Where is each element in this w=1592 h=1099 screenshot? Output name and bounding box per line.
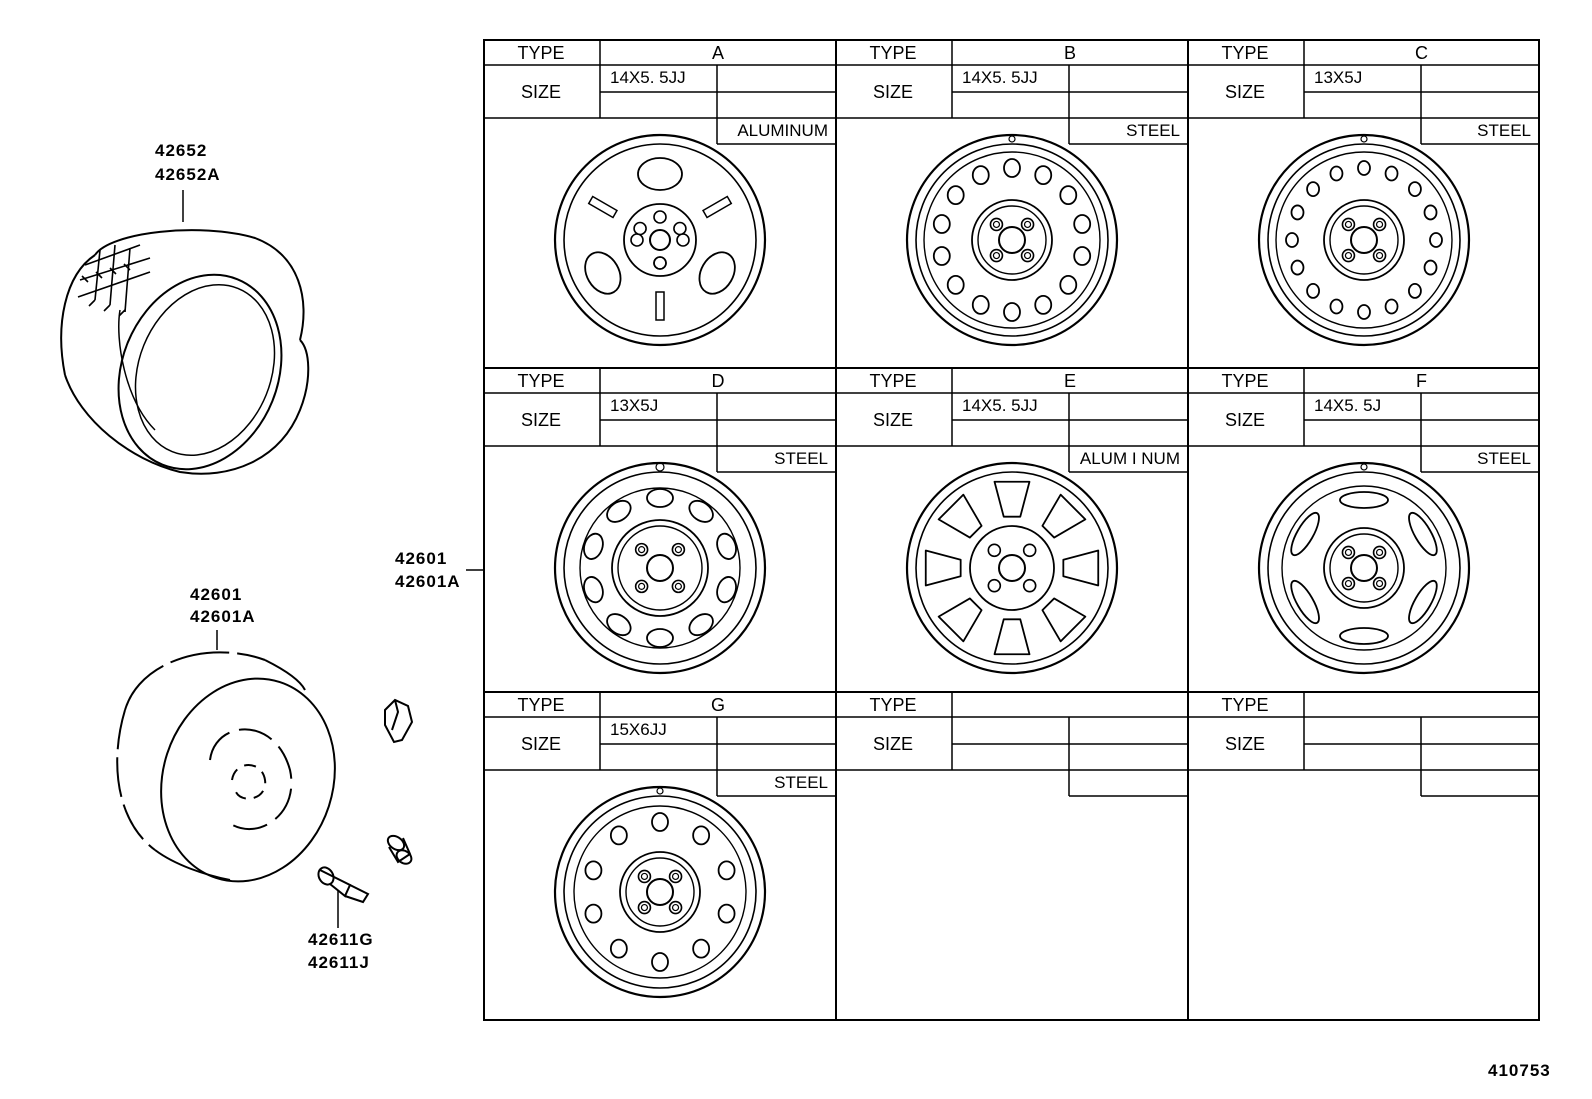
size-value: 14X5. 5JJ xyxy=(962,396,1038,415)
type-label: TYPE xyxy=(517,371,564,391)
type-value: B xyxy=(1064,43,1076,63)
type-label: TYPE xyxy=(1221,371,1268,391)
wheel-cell-empty-7: TYPE SIZE xyxy=(836,692,1188,797)
size-value: 13X5J xyxy=(1314,68,1362,87)
wheel-cell-d: TYPE SIZE D 13X5J STEEL xyxy=(484,368,836,675)
tire-part-number: 42652 xyxy=(155,141,207,160)
wheel-cell-a: TYPE SIZE A 14X5. 5JJ ALUMINUM xyxy=(484,40,836,347)
figure-number: 410753 xyxy=(1488,1061,1551,1080)
wheel-part-number: 42601 xyxy=(190,585,242,604)
material-value: STEEL xyxy=(1477,121,1531,140)
wheel-type-table: TYPE SIZE A 14X5. 5JJ ALUMINUM TYPE SIZE B 14X5.… xyxy=(483,39,1540,1021)
material-value: STEEL xyxy=(774,773,828,792)
valve-cap-icon xyxy=(386,834,413,865)
type-value: C xyxy=(1415,43,1428,63)
size-label: SIZE xyxy=(873,410,913,430)
size-value: 14X5. 5J xyxy=(1314,396,1381,415)
material-value: STEEL xyxy=(1477,449,1531,468)
wheel-cell-b: TYPE SIZE B 14X5. 5JJ STEEL xyxy=(836,40,1188,347)
type-label: TYPE xyxy=(869,43,916,63)
type-label: TYPE xyxy=(869,371,916,391)
wheel-part-number-alt: 42601A xyxy=(190,607,256,626)
material-value: ALUM I NUM xyxy=(1080,449,1180,468)
aluminum-8-spoke-wheel-icon xyxy=(905,461,1119,675)
valve-part-number: 42611G xyxy=(308,930,374,949)
wheel-illustration: 42601 42601A xyxy=(116,585,336,883)
type-label: TYPE xyxy=(869,695,916,715)
wheel-cell-e: TYPE SIZE E 14X5. 5JJ ALUM I NUM xyxy=(836,368,1188,675)
table-part-number: 42601 xyxy=(395,549,447,568)
size-label: SIZE xyxy=(873,734,913,754)
tread-pattern-icon xyxy=(77,244,151,317)
valve-part-number-alt: 42611J xyxy=(308,953,370,972)
material-value: ALUMINUM xyxy=(737,121,828,140)
type-label: TYPE xyxy=(517,43,564,63)
material-value: STEEL xyxy=(774,449,828,468)
size-label: SIZE xyxy=(521,410,561,430)
tire-illustration: 42652 42652A xyxy=(60,141,310,475)
type-value: F xyxy=(1416,371,1427,391)
wheel-cell-empty-8: TYPE SIZE xyxy=(1188,692,1539,797)
steel-wheel-10-holes-icon xyxy=(553,785,767,999)
size-value: 14X5. 5JJ xyxy=(962,68,1038,87)
type-value: E xyxy=(1064,371,1076,391)
size-label: SIZE xyxy=(1225,734,1265,754)
size-value: 14X5. 5JJ xyxy=(610,68,686,87)
steel-wheel-6-slots-icon xyxy=(1257,461,1471,675)
size-label: SIZE xyxy=(521,734,561,754)
balance-weight-icon xyxy=(384,698,414,744)
type-value: A xyxy=(712,43,724,63)
wheel-cell-g: TYPE SIZE G 15X6JJ STEEL xyxy=(484,692,836,999)
tire-part-number-alt: 42652A xyxy=(155,165,221,184)
type-label: TYPE xyxy=(517,695,564,715)
steel-wheel-slotted-icon xyxy=(553,461,767,675)
material-value: STEEL xyxy=(1126,121,1180,140)
valve-stem-icon xyxy=(317,866,370,928)
steel-wheel-16-holes-icon xyxy=(1257,133,1471,347)
size-label: SIZE xyxy=(1225,82,1265,102)
table-part-number-alt: 42601A xyxy=(395,572,461,591)
wheel-cell-c: TYPE SIZE C 13X5J STEEL xyxy=(1188,40,1539,347)
steel-wheel-14-holes-icon xyxy=(905,133,1119,347)
size-value: 13X5J xyxy=(610,396,658,415)
wheel-cell-f: TYPE SIZE F 14X5. 5J STEEL xyxy=(1188,368,1539,675)
size-label: SIZE xyxy=(521,82,561,102)
aluminum-3-spoke-wheel-icon xyxy=(553,133,767,347)
size-label: SIZE xyxy=(1225,410,1265,430)
size-value: 15X6JJ xyxy=(610,720,667,739)
type-value: D xyxy=(712,371,725,391)
type-label: TYPE xyxy=(1221,695,1268,715)
type-value: G xyxy=(711,695,725,715)
size-label: SIZE xyxy=(873,82,913,102)
type-label: TYPE xyxy=(1221,43,1268,63)
